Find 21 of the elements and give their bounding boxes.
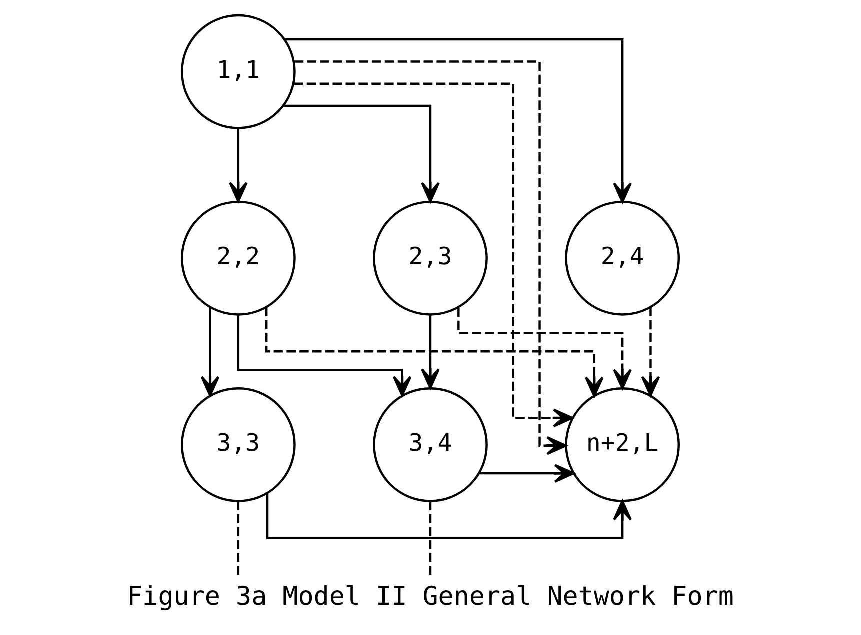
node-circle: 2,2 (181, 200, 296, 316)
arrow (200, 307, 220, 397)
node-circle: 3,3 (181, 388, 296, 502)
node-circle: 1,1 (181, 14, 296, 130)
arrow (266, 493, 632, 540)
arrow (283, 104, 440, 203)
arrow (641, 307, 660, 397)
node-circle: 2,3 (373, 200, 488, 316)
arrow (284, 38, 632, 204)
arrow (479, 464, 575, 483)
node-circle: 3,4 (373, 388, 488, 502)
connector (429, 501, 432, 576)
connector (237, 501, 240, 576)
node-circle: n+2,L (565, 388, 680, 502)
arrow (421, 314, 440, 390)
caption: Figure 3a Model II General Network Form (127, 582, 734, 612)
node-circle: 2,4 (565, 200, 680, 316)
arrow (237, 314, 412, 397)
arrow (458, 308, 632, 390)
arrow (265, 307, 604, 398)
arrow (229, 128, 248, 203)
